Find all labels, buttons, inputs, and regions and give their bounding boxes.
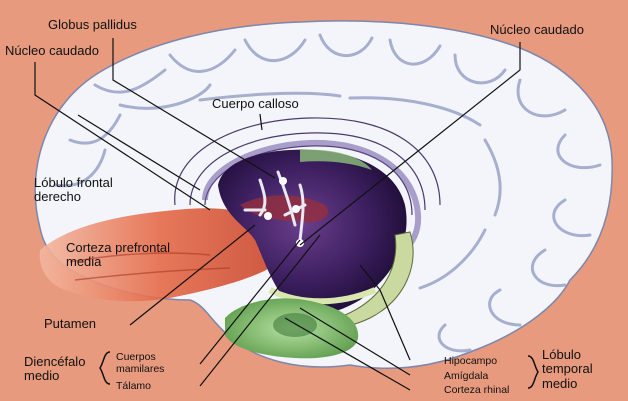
label-diencefalo: Diencéfalo medio (24, 354, 86, 384)
brace-diencefalo (99, 351, 111, 385)
thalamus-region (218, 149, 407, 315)
label-cuerpos-mamilares: Cuerpos mamilares (116, 351, 165, 375)
label-putamen: Putamen (44, 316, 97, 331)
label-hipocampo: Hipocampo (444, 355, 498, 367)
gyri-folds (53, 33, 602, 353)
label-globus-pallidus: Globus pallidus (48, 17, 137, 32)
label-lobulo-temporal: Lóbulo temporal medio (542, 347, 593, 391)
brace-lobulo-temporal (527, 355, 539, 389)
label-corteza-rhinal: Corteza rhinal (444, 384, 510, 396)
amygdala-spot (273, 313, 317, 337)
label-nucleo-caudado-left: Núcleo caudado (5, 43, 99, 58)
label-amigdala: Amígdala (444, 370, 489, 382)
label-cuerpo-calloso: Cuerpo calloso (212, 96, 299, 111)
label-nucleo-caudado-right: Núcleo caudado (490, 22, 584, 37)
label-talamo: Tálamo (116, 380, 152, 392)
label-lobulo-frontal: Lóbulo frontal derecho (34, 175, 113, 205)
label-corteza-prefrontal: Corteza prefrontal media (66, 240, 171, 270)
caudate-red (240, 195, 329, 223)
leader-lines (34, 38, 521, 391)
